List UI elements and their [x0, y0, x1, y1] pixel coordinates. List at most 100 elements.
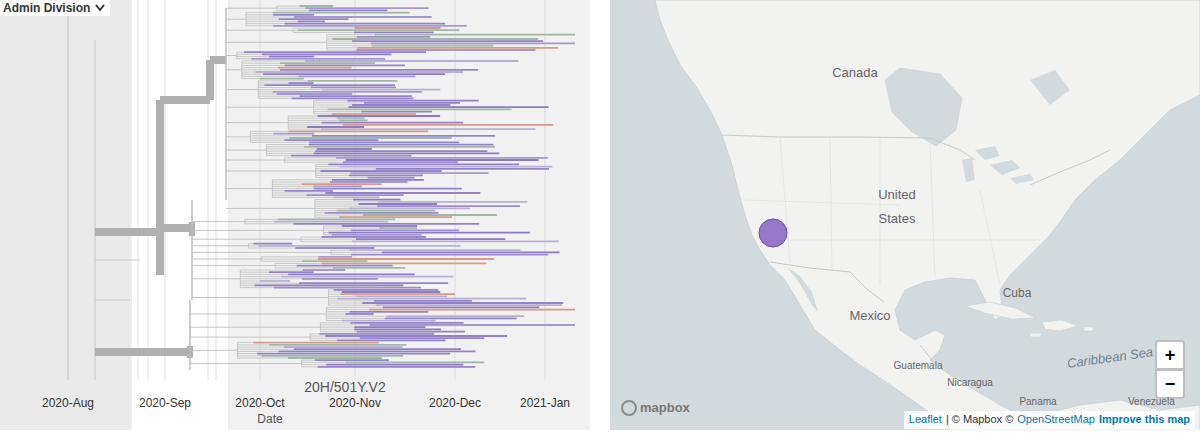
tree-branch [326, 311, 349, 312]
tree-branch [274, 287, 421, 289]
tree-branch [266, 144, 309, 145]
axis-tick-label: 2020-Oct [235, 396, 284, 410]
tree-branch [226, 122, 288, 123]
tree-branch [285, 65, 405, 67]
tree-branch [226, 150, 266, 151]
tree-branch [346, 159, 539, 161]
tree-branch [314, 188, 462, 190]
tree-branch [321, 262, 486, 264]
tree-branch [189, 300, 191, 370]
tree-branch [95, 228, 160, 236]
tree-branch [226, 89, 258, 90]
tree-branch [190, 314, 326, 315]
tree-branch [269, 56, 314, 58]
tree-branch [294, 348, 461, 350]
tree-branch [329, 300, 374, 301]
tree-branch [250, 142, 309, 143]
tree-branch [312, 135, 495, 137]
tree-branch [280, 69, 478, 71]
country-label: Canada [832, 65, 878, 81]
tree-branch [277, 218, 395, 220]
tree-branch [316, 166, 340, 167]
tree-branch [272, 184, 301, 185]
tree-branch [331, 252, 382, 253]
tree-branch [350, 172, 488, 174]
tree-branch [301, 241, 352, 242]
tree-branch [277, 93, 352, 95]
tree-branch [327, 39, 332, 40]
tree-branch [240, 287, 274, 288]
tree-branch [285, 23, 445, 25]
tree-branch [279, 18, 349, 20]
tree-branch [288, 127, 307, 128]
tree-branch [356, 295, 447, 297]
tree-branch [284, 162, 342, 163]
tree-branch [310, 333, 319, 334]
tree-branch [301, 362, 345, 363]
tree-branch [226, 19, 246, 20]
clade-label: 20H/501Y.V2 [304, 379, 385, 396]
tree-branch [288, 130, 428, 132]
tree-branch [360, 337, 485, 339]
tree-branch [325, 192, 480, 194]
country-label: Nicaragua [947, 377, 993, 389]
tree-branch [314, 102, 364, 103]
tree-branch [377, 205, 520, 207]
tree-branch [245, 223, 293, 224]
sample-circle [759, 219, 787, 247]
mapbox-logo [622, 401, 636, 415]
tree-branch [272, 195, 306, 196]
tree-branch [295, 247, 374, 249]
zoom-label: + [1165, 345, 1176, 366]
tree-branch [242, 69, 280, 70]
tree-branch [313, 185, 362, 187]
tree-branch [192, 259, 261, 260]
tree-branch [332, 179, 424, 181]
tree-branch [274, 221, 388, 223]
tree-branch [343, 124, 553, 126]
tree-branch [240, 283, 299, 284]
tree-branch [337, 298, 526, 300]
country-label: Cuba [1003, 286, 1032, 300]
tree-branch [298, 20, 325, 22]
tree-branch [260, 78, 304, 80]
tree-branch [160, 96, 210, 104]
tree-branch [250, 138, 289, 139]
tree-branch [192, 245, 248, 246]
tree-branch [316, 173, 351, 174]
tree-branch [337, 117, 365, 119]
tree-branch [376, 168, 549, 170]
tree-branch [340, 293, 455, 295]
tree-branch [318, 366, 476, 368]
tree-branch [277, 8, 306, 9]
tree-branch [237, 355, 261, 356]
tree-branch [309, 144, 494, 146]
tree-branch [237, 349, 293, 350]
tree-branch [385, 317, 517, 319]
tree-branch [362, 302, 563, 304]
tree-branch [288, 122, 321, 123]
tree-branch [246, 23, 285, 24]
mapbox-logo-text: mapbox [640, 400, 690, 416]
tree-branch [250, 135, 312, 136]
tree-branch [324, 226, 342, 227]
tree-branch [342, 225, 418, 227]
tree-branch [315, 150, 487, 152]
tree-branch [343, 161, 458, 163]
tree-branch [332, 38, 538, 40]
tree-branch [332, 113, 416, 115]
tree-branch [345, 361, 484, 363]
tree-branch [352, 104, 450, 106]
tree-branch [262, 54, 392, 56]
axis-tick-label: 2020-Sep [139, 396, 191, 410]
tree-branch [305, 7, 428, 9]
tree-branch [279, 350, 476, 352]
tree-branch [329, 294, 341, 295]
tree-branch [324, 212, 438, 214]
tree-branch [191, 200, 193, 300]
tree-branch [314, 113, 332, 114]
tree-branch [371, 43, 575, 45]
tree-branch [272, 197, 333, 198]
tree-branch [326, 318, 384, 319]
tree-branch [226, 42, 327, 43]
